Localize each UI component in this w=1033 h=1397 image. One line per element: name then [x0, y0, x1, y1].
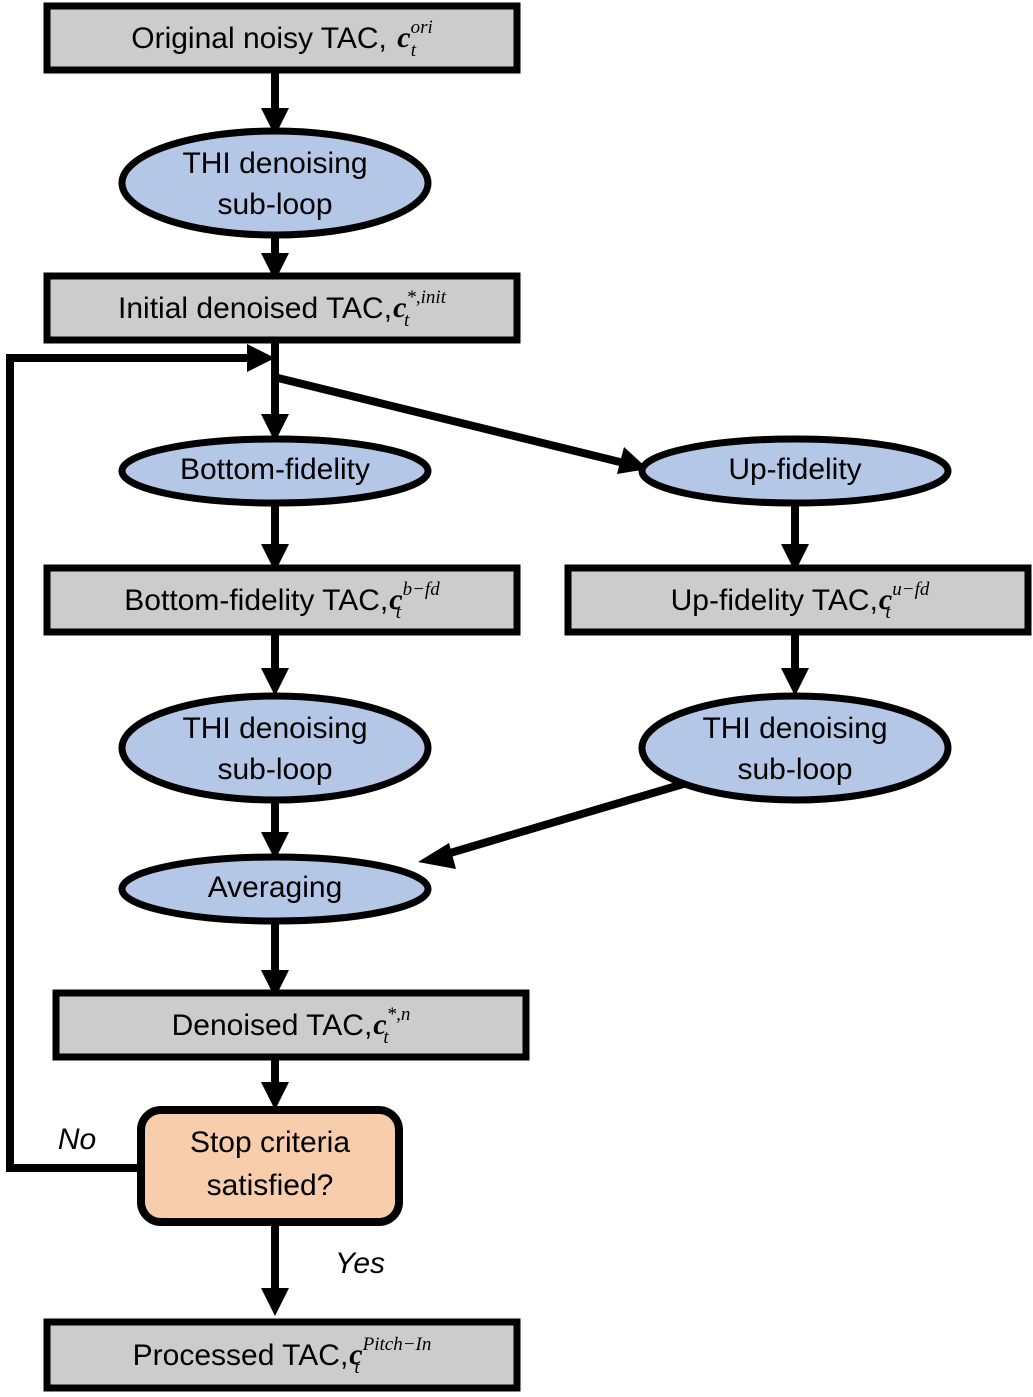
node-bottom-fidelity-label: Bottom-fidelity [180, 453, 370, 486]
node-initial-denoised-tac-text: Initial denoised TAC, [118, 292, 392, 325]
node-stop-criteria-line2: satisfied? [207, 1169, 334, 1202]
node-bottom-fidelity: Bottom-fidelity [118, 435, 432, 507]
symbol-base: c [373, 1008, 386, 1041]
symbol-base: c [389, 583, 402, 616]
svg-text:Up-fidelity TAC,cu−fdt: Up-fidelity TAC,cu−fdt [671, 579, 930, 623]
node-up-fidelity: Up-fidelity [638, 435, 952, 507]
edge-label-no: No [58, 1123, 96, 1156]
symbol-sub: t [383, 1027, 389, 1048]
node-processed-tac-text: Processed TAC, [133, 1339, 349, 1372]
node-thi-denoising-right-line1: THI denoising [702, 712, 887, 745]
edge-denoised-to-stop-criteria [261, 1057, 289, 1110]
edge-branch-to-bottom-fidelity [261, 358, 289, 442]
edge-up-tac-to-thi-right [781, 632, 809, 696]
symbol-sup: *,init [406, 287, 446, 308]
edge-original-to-thi-top [261, 72, 289, 136]
node-averaging: Averaging [118, 853, 432, 925]
symbol-base: c [879, 583, 892, 616]
node-bottom-fidelity-tac-text: Bottom-fidelity TAC, [124, 584, 388, 617]
edge-label-yes: Yes [335, 1247, 385, 1280]
symbol-sup: u−fd [892, 579, 930, 600]
node-thi-denoising-right: THI denoising sub-loop [638, 692, 952, 804]
node-averaging-label: Averaging [208, 871, 343, 904]
symbol-sup: b−fd [403, 579, 441, 600]
edge-thi-left-to-averaging [261, 800, 289, 860]
symbol-sup: Pitch−In [362, 1334, 432, 1355]
node-stop-criteria: Stop criteria satisfied? [137, 1106, 403, 1226]
symbol-sup: *,n [387, 1004, 411, 1025]
symbol-sub: t [396, 602, 402, 623]
edge-up-fidelity-to-tac [781, 500, 809, 572]
node-stop-criteria-line1: Stop criteria [190, 1126, 350, 1159]
node-thi-denoising-top-line2: sub-loop [217, 188, 332, 221]
svg-text:Denoised TAC,c*,nt: Denoised TAC,c*,nt [172, 1004, 411, 1048]
symbol-sub: t [411, 40, 417, 61]
node-thi-denoising-top: THI denoising sub-loop [118, 127, 432, 239]
edge-feedback-no-loop [6, 344, 275, 1172]
node-original-noisy-tac-text: Original noisy TAC, [131, 22, 395, 55]
edge-bottom-tac-to-thi-left [261, 632, 289, 696]
node-thi-denoising-top-line1: THI denoising [182, 147, 367, 180]
node-up-fidelity-label: Up-fidelity [728, 453, 861, 486]
symbol-base: c [393, 291, 406, 324]
symbol-sup: ori [411, 17, 433, 38]
symbol-base: c [397, 21, 410, 54]
symbol-sub: t [885, 602, 891, 623]
svg-text:Processed TAC,cPitch−Int: Processed TAC,cPitch−Int [133, 1334, 432, 1378]
node-thi-denoising-left-line2: sub-loop [217, 753, 332, 786]
edge-averaging-to-denoised [261, 920, 289, 998]
node-denoised-tac-text: Denoised TAC, [172, 1009, 373, 1042]
symbol-base: c [349, 1338, 362, 1371]
edge-stop-criteria-to-processed [261, 1222, 289, 1316]
edge-bottom-fidelity-to-tac [261, 500, 289, 572]
svg-text:Bottom-fidelity TAC,cb−fdt: Bottom-fidelity TAC,cb−fdt [124, 579, 440, 623]
edge-thi-right-to-averaging [418, 778, 692, 869]
symbol-sub: t [354, 1357, 360, 1378]
node-thi-denoising-left-line1: THI denoising [182, 712, 367, 745]
symbol-sub: t [404, 310, 410, 331]
node-thi-denoising-right-line2: sub-loop [737, 753, 852, 786]
node-up-fidelity-tac-text: Up-fidelity TAC, [671, 584, 878, 617]
node-thi-denoising-left: THI denoising sub-loop [118, 692, 432, 804]
